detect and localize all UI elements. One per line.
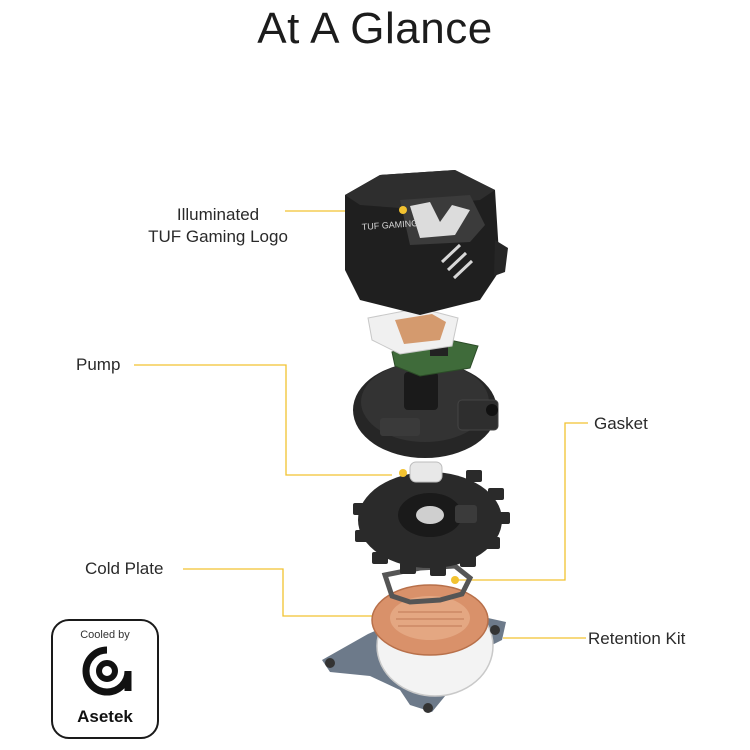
leader-line-pump (134, 364, 392, 476)
callout-cold-plate: Cold Plate (85, 559, 164, 578)
asetek-logo-icon (82, 646, 132, 696)
callout-pump: Pump (76, 355, 121, 374)
cover-text: TUF GAMING (361, 218, 418, 232)
asetek-badge-cooled-by: Cooled by (80, 629, 130, 641)
page-title: At A Glance (257, 4, 493, 53)
leader-line-cold-plate (183, 568, 375, 617)
asetek-badge-name: Asetek (77, 707, 133, 726)
callout-retention-kit: Retention Kit (588, 629, 686, 648)
tuf-stripes-icon (440, 243, 474, 280)
callout-illuminated-logo-line1: Illuminated (176, 205, 260, 224)
cold-plate (371, 584, 489, 656)
asetek-badge: Cooled by Asetek (51, 619, 159, 739)
leader-line-gasket (455, 422, 588, 581)
pump-impeller (399, 461, 443, 483)
pump-top-cover: TUF GAMING (345, 170, 508, 315)
pump-housing (353, 362, 499, 458)
callout-illuminated-logo-line2: TUF Gaming Logo (148, 227, 288, 246)
callout-illuminated-logo: Illuminated TUF Gaming Logo (138, 204, 298, 248)
upper-plate (367, 307, 459, 355)
pump-base-ring (353, 470, 510, 576)
callout-gasket: Gasket (594, 414, 648, 433)
tuf-gaming-logo-icon (410, 202, 470, 238)
